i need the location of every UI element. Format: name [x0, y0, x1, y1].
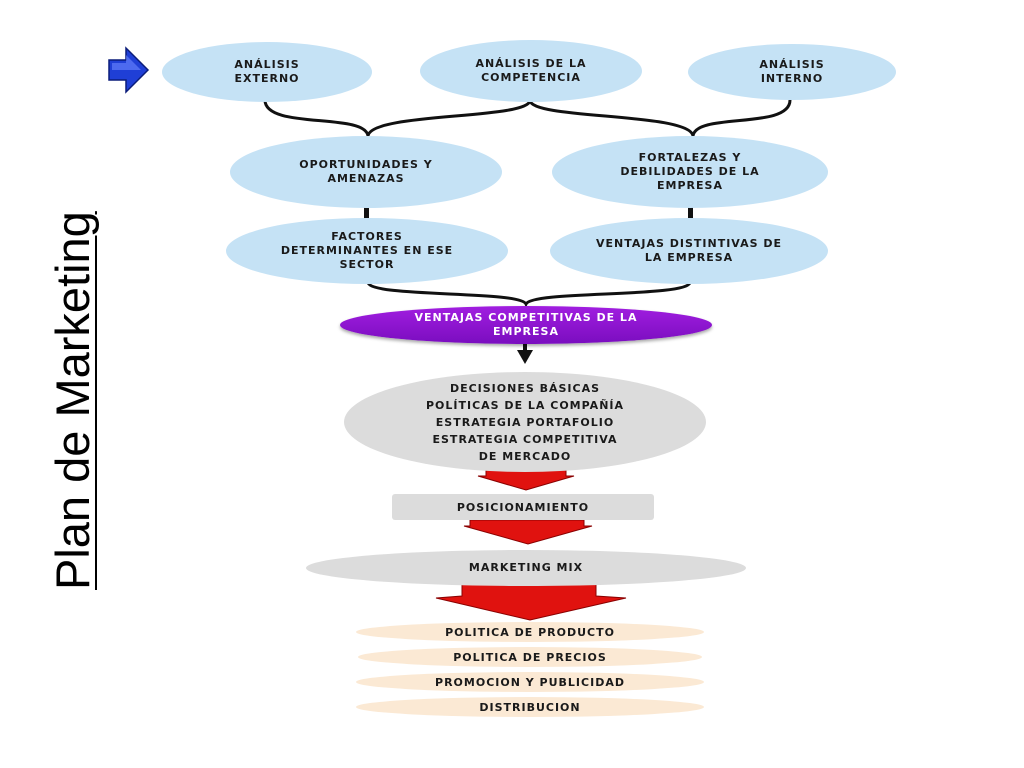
node-label: ANÁLISIS INTERNO [759, 58, 825, 85]
decision-line: POLÍTICAS DE LA COMPAÑÍA [425, 398, 625, 412]
decision-line: ESTRATEGIA COMPETITIVA [432, 432, 618, 446]
node-analisis-competencia: ANÁLISIS DE LA COMPETENCIA [420, 40, 642, 102]
decision-line: DECISIONES BÁSICAS [449, 381, 601, 395]
node-label: ANÁLISIS EXTERNO [234, 58, 300, 85]
node-label: POSICIONAMIENTO [456, 500, 590, 514]
node-fortalezas: FORTALEZAS Y DEBILIDADES DE LA EMPRESA [552, 136, 828, 208]
node-posicionamiento: POSICIONAMIENTO [392, 494, 654, 520]
red-arrow-2 [463, 519, 593, 545]
node-label: DISTRIBUCION [479, 700, 581, 714]
node-analisis-externo: ANÁLISIS EXTERNO [162, 42, 372, 102]
node-politica-producto: POLITICA DE PRODUCTO [356, 622, 704, 642]
node-label: MARKETING MIX [468, 561, 584, 574]
node-promocion: PROMOCION Y PUBLICIDAD [356, 672, 704, 692]
node-decisiones: DECISIONES BÁSICAS POLÍTICAS DE LA COMPA… [344, 372, 706, 472]
node-label: PROMOCION Y PUBLICIDAD [435, 675, 625, 689]
arrow-stem [523, 340, 527, 350]
node-label: VENTAJAS COMPETITIVAS DE LA EMPRESA [414, 311, 638, 338]
node-politica-precios: POLITICA DE PRECIOS [358, 647, 702, 667]
node-oportunidades: OPORTUNIDADES Y AMENAZAS [230, 136, 502, 208]
right-arrow-icon [108, 46, 150, 94]
node-marketing-mix: MARKETING MIX [306, 550, 746, 586]
brace-top [263, 99, 792, 137]
node-label: POLITICA DE PRODUCTO [445, 625, 615, 639]
decision-line: ESTRATEGIA PORTAFOLIO [435, 415, 615, 429]
red-arrow-3 [435, 581, 627, 621]
stem-right [688, 206, 693, 220]
node-ventajas-competitivas: VENTAJAS COMPETITIVAS DE LA EMPRESA [340, 306, 712, 344]
node-analisis-interno: ANÁLISIS INTERNO [688, 44, 896, 100]
stem-left [364, 206, 369, 220]
node-ventajas-distintivas: VENTAJAS DISTINTIVAS DE LA EMPRESA [550, 218, 828, 284]
node-label: OPORTUNIDADES Y AMENAZAS [299, 158, 433, 185]
node-label: FORTALEZAS Y DEBILIDADES DE LA EMPRESA [620, 151, 760, 192]
node-distribucion: DISTRIBUCION [356, 697, 704, 717]
node-label: FACTORES DETERMINANTES EN ESE SECTOR [280, 230, 454, 271]
down-arrow-black [517, 350, 533, 364]
decision-line: DE MERCADO [478, 449, 572, 463]
node-label: ANÁLISIS DE LA COMPETENCIA [475, 57, 587, 84]
brace-bottom [366, 281, 692, 308]
node-label: VENTAJAS DISTINTIVAS DE LA EMPRESA [596, 237, 782, 264]
node-label: POLITICA DE PRECIOS [453, 650, 607, 664]
node-factores: FACTORES DETERMINANTES EN ESE SECTOR [226, 218, 508, 284]
